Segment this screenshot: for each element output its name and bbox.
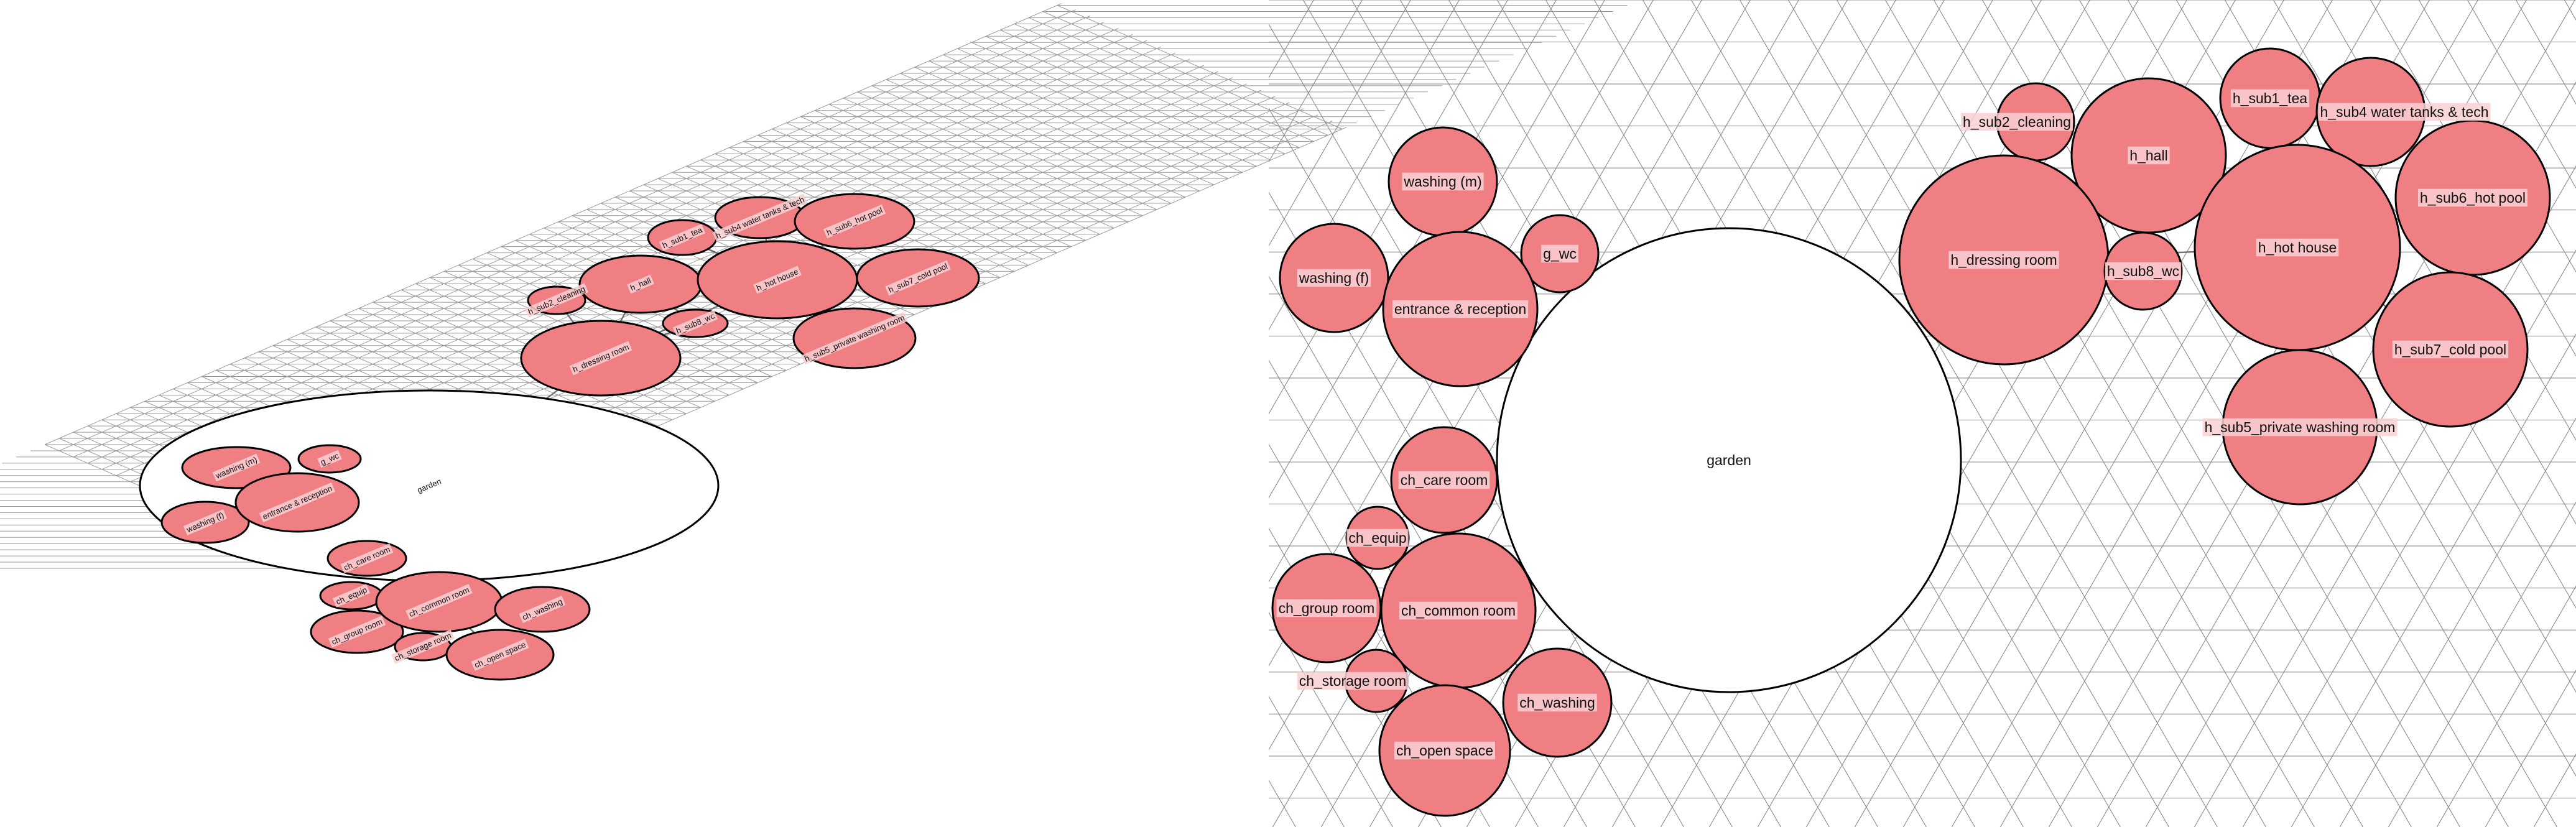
label-h_dressing-group: h_dressing room <box>1948 251 2059 269</box>
label-h_sub7-group: h_sub7_cold pool <box>2392 340 2509 359</box>
label-h_sub6-group: h_sub6_hot pool <box>2417 188 2528 207</box>
label-ch_group-group: ch_group room <box>1276 599 1377 617</box>
label-entrance: entrance & reception <box>1394 301 1526 317</box>
label-h_hall-group: h_hall <box>2128 146 2170 165</box>
label-washing_m-bg <box>1402 172 1484 191</box>
label-h_sub5-bg <box>2202 418 2398 437</box>
label-ch_equip-bg <box>1346 529 1409 547</box>
label-h_sub1-bg <box>2230 89 2310 108</box>
label-ch_care: ch_care room <box>1401 472 1488 488</box>
label-h_hall-bg <box>2128 146 2170 165</box>
label-ch_common: ch_common room <box>1401 603 1516 619</box>
label-washing_m-group: washing (m) <box>1402 172 1484 191</box>
label-ch_equip: ch_equip <box>1348 530 1406 546</box>
label-g_wc-group: g_wc <box>1541 244 1578 263</box>
label-entrance-bg <box>1392 300 1529 318</box>
label-h_hot-bg <box>2256 238 2339 257</box>
label-ch_open-group: ch_open space <box>1394 741 1496 760</box>
label-h_dressing-bg <box>1948 251 2059 269</box>
axo-label-h_sub6-bg <box>823 204 886 239</box>
axo-label-h_sub4-bg <box>712 193 808 242</box>
axo-label-washing_f-bg <box>183 509 228 536</box>
bubble-garden[interactable] <box>1496 227 1962 693</box>
label-washing_f-group: washing (f) <box>1297 269 1371 287</box>
label-washing_f: washing (f) <box>1299 270 1369 286</box>
label-h_sub6: h_sub6_hot pool <box>2420 190 2526 206</box>
axo-label-h_hall-bg <box>627 274 654 294</box>
label-ch_group-bg <box>1276 599 1377 617</box>
label-g_wc-bg <box>1541 244 1578 263</box>
label-ch_washing-bg <box>1517 693 1597 712</box>
label-ch_washing-group: ch_washing <box>1517 693 1597 712</box>
label-h_sub2-group: h_sub2_cleaning <box>1961 113 2073 131</box>
label-washing_f-bg <box>1297 269 1371 287</box>
label-garden-group: garden <box>1707 452 1751 468</box>
label-h_sub2: h_sub2_cleaning <box>1963 114 2071 130</box>
axo-label-ch_storage-bg <box>391 629 455 664</box>
label-ch_open: ch_open space <box>1396 742 1493 759</box>
axo-label-h_dressing-bg <box>569 341 632 376</box>
plan-view: garden washing (m) washing (f) g_wc entrance… <box>1269 0 2576 827</box>
label-ch_storage-bg <box>1297 672 1409 690</box>
label-ch_equip-group: ch_equip <box>1346 529 1409 547</box>
label-h_hall: h_hall <box>2129 147 2167 164</box>
axo-label-ch_group-bg <box>328 616 386 648</box>
axo-label-h_sub1-bg <box>659 224 706 251</box>
axo-label-g_wc-bg <box>317 450 342 468</box>
label-h_sub1-group: h_sub1_tea <box>2230 89 2310 108</box>
axo-label-h_sub5-bg <box>801 312 908 365</box>
label-ch_open-bg <box>1394 741 1496 760</box>
label-washing_m: washing (m) <box>1403 173 1481 190</box>
axo-label-ch_care-bg <box>340 543 394 574</box>
axo-label-ch_common-bg <box>405 584 473 620</box>
axo-label-ch_open-bg <box>471 639 529 671</box>
label-h_sub8-group: h_sub8_wc <box>2105 262 2182 280</box>
label-h_hot: h_hot house <box>2258 239 2337 256</box>
label-ch_common-bg <box>1399 601 1518 620</box>
label-g_wc: g_wc <box>1543 246 1577 262</box>
axo-label-ch_equip-bg <box>332 584 371 608</box>
label-h_sub6-bg <box>2417 188 2528 207</box>
label-ch_storage: ch_storage room <box>1299 673 1407 689</box>
axo-label-h_sub2-bg <box>524 283 589 318</box>
axo-label-h_sub7-bg <box>885 260 951 296</box>
label-ch_washing: ch_washing <box>1519 695 1595 711</box>
label-h_sub1: h_sub1_tea <box>2233 90 2307 106</box>
label-h_sub7-bg <box>2392 340 2509 359</box>
axo-label-ch_washing-bg <box>519 595 566 624</box>
label-h_sub4: h_sub4 water tanks & tech <box>2320 104 2488 120</box>
axo-label-washing_m-bg <box>212 453 261 482</box>
axo-label-h_hot-bg <box>753 266 802 294</box>
label-h_sub4-bg <box>2318 103 2491 121</box>
label-entrance-group: entrance & reception <box>1392 300 1529 318</box>
label-h_sub2-bg <box>1961 113 2073 131</box>
label-h_sub5: h_sub5_private washing room <box>2205 419 2396 435</box>
label-h_sub8-bg <box>2105 262 2182 280</box>
label-ch_group: ch_group room <box>1279 600 1375 616</box>
label-h_sub7: h_sub7_cold pool <box>2394 341 2506 358</box>
label-ch_care-group: ch_care room <box>1398 471 1490 489</box>
label-h_dressing: h_dressing room <box>1950 252 2057 268</box>
label-h_sub5-group: h_sub5_private washing room <box>2202 418 2398 437</box>
axo-label-entrance-bg <box>259 482 336 523</box>
label-ch_care-bg <box>1398 471 1490 489</box>
label-h_sub4-group: h_sub4 water tanks & tech <box>2318 103 2491 121</box>
label-garden: garden <box>1707 452 1751 468</box>
plan-nodes: garden washing (m) washing (f) g_wc entrance… <box>1271 47 2551 817</box>
label-ch_common-group: ch_common room <box>1399 601 1518 620</box>
label-h_hot-group: h_hot house <box>2256 238 2339 257</box>
label-ch_storage-group: ch_storage room <box>1297 672 1409 690</box>
label-h_sub8: h_sub8_wc <box>2107 263 2179 279</box>
axo-label-h_sub8-bg <box>672 310 718 337</box>
